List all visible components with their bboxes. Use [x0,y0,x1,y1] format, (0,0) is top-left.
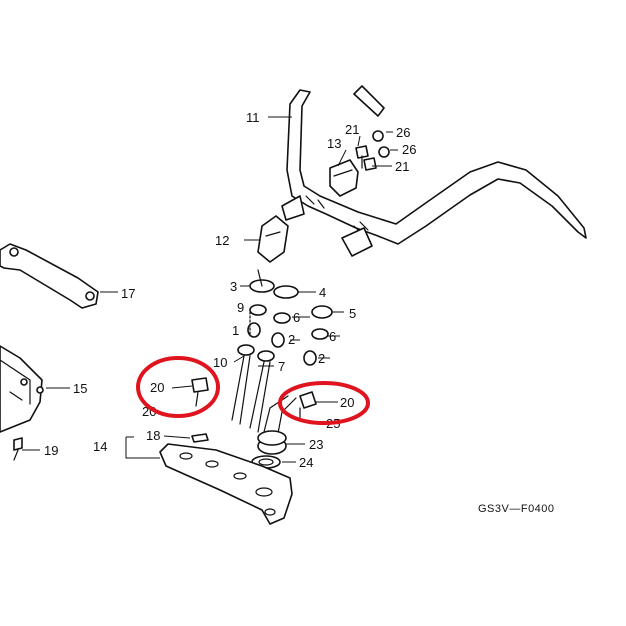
label-18: 18 [146,428,160,443]
spacer-18 [191,433,209,443]
label-9: 9 [237,300,244,315]
label-7: 7 [278,359,285,374]
label-4: 4 [319,285,326,300]
lower-holder [257,215,289,263]
dampers [231,311,297,445]
label-2-b: 2 [318,351,325,366]
label-13: 13 [327,136,341,151]
label-17: 17 [121,286,135,301]
label-21-bottom: 21 [395,159,409,174]
label-10: 10 [213,355,227,370]
leader-lines [22,116,398,463]
bolt-left [191,377,209,407]
label-21-top: 21 [345,122,359,137]
label-15: 15 [73,381,87,396]
label-5: 5 [349,306,356,321]
label-23: 23 [309,437,323,452]
label-1: 1 [232,323,239,338]
label-3: 3 [230,279,237,294]
label-11: 11 [246,110,260,125]
label-26-mid: 26 [402,142,416,157]
instrument-15 [0,345,44,433]
highlight-circle-left [136,356,220,418]
bracket-17 [0,243,99,309]
label-26-top: 26 [396,125,410,140]
washers [247,269,333,366]
label-12: 12 [215,233,229,248]
label-24: 24 [299,455,313,470]
cap-23 [257,430,287,455]
highlight-circle-right [278,381,370,425]
label-2-a: 2 [288,332,295,347]
label-6-a: 6 [293,310,300,325]
blank-margin [0,536,626,626]
label-20-left: 20 [150,380,164,395]
figure-code: GS3V—F0400 [478,503,555,515]
bolt-right [299,391,317,419]
bolts-upper [355,130,390,171]
label-20-right: 20 [340,395,354,410]
label-14: 14 [93,439,107,454]
handlebar [281,85,587,257]
bolt-19 [13,437,23,461]
upper-holder [329,159,359,197]
label-19: 19 [44,443,58,458]
highlight-marks [136,356,370,425]
label-6-b: 6 [329,329,336,344]
top-bridge [159,443,293,525]
callout-labels: 11 13 21 26 26 21 12 3 4 9 5 6 1 2 6 2 1… [44,110,555,515]
